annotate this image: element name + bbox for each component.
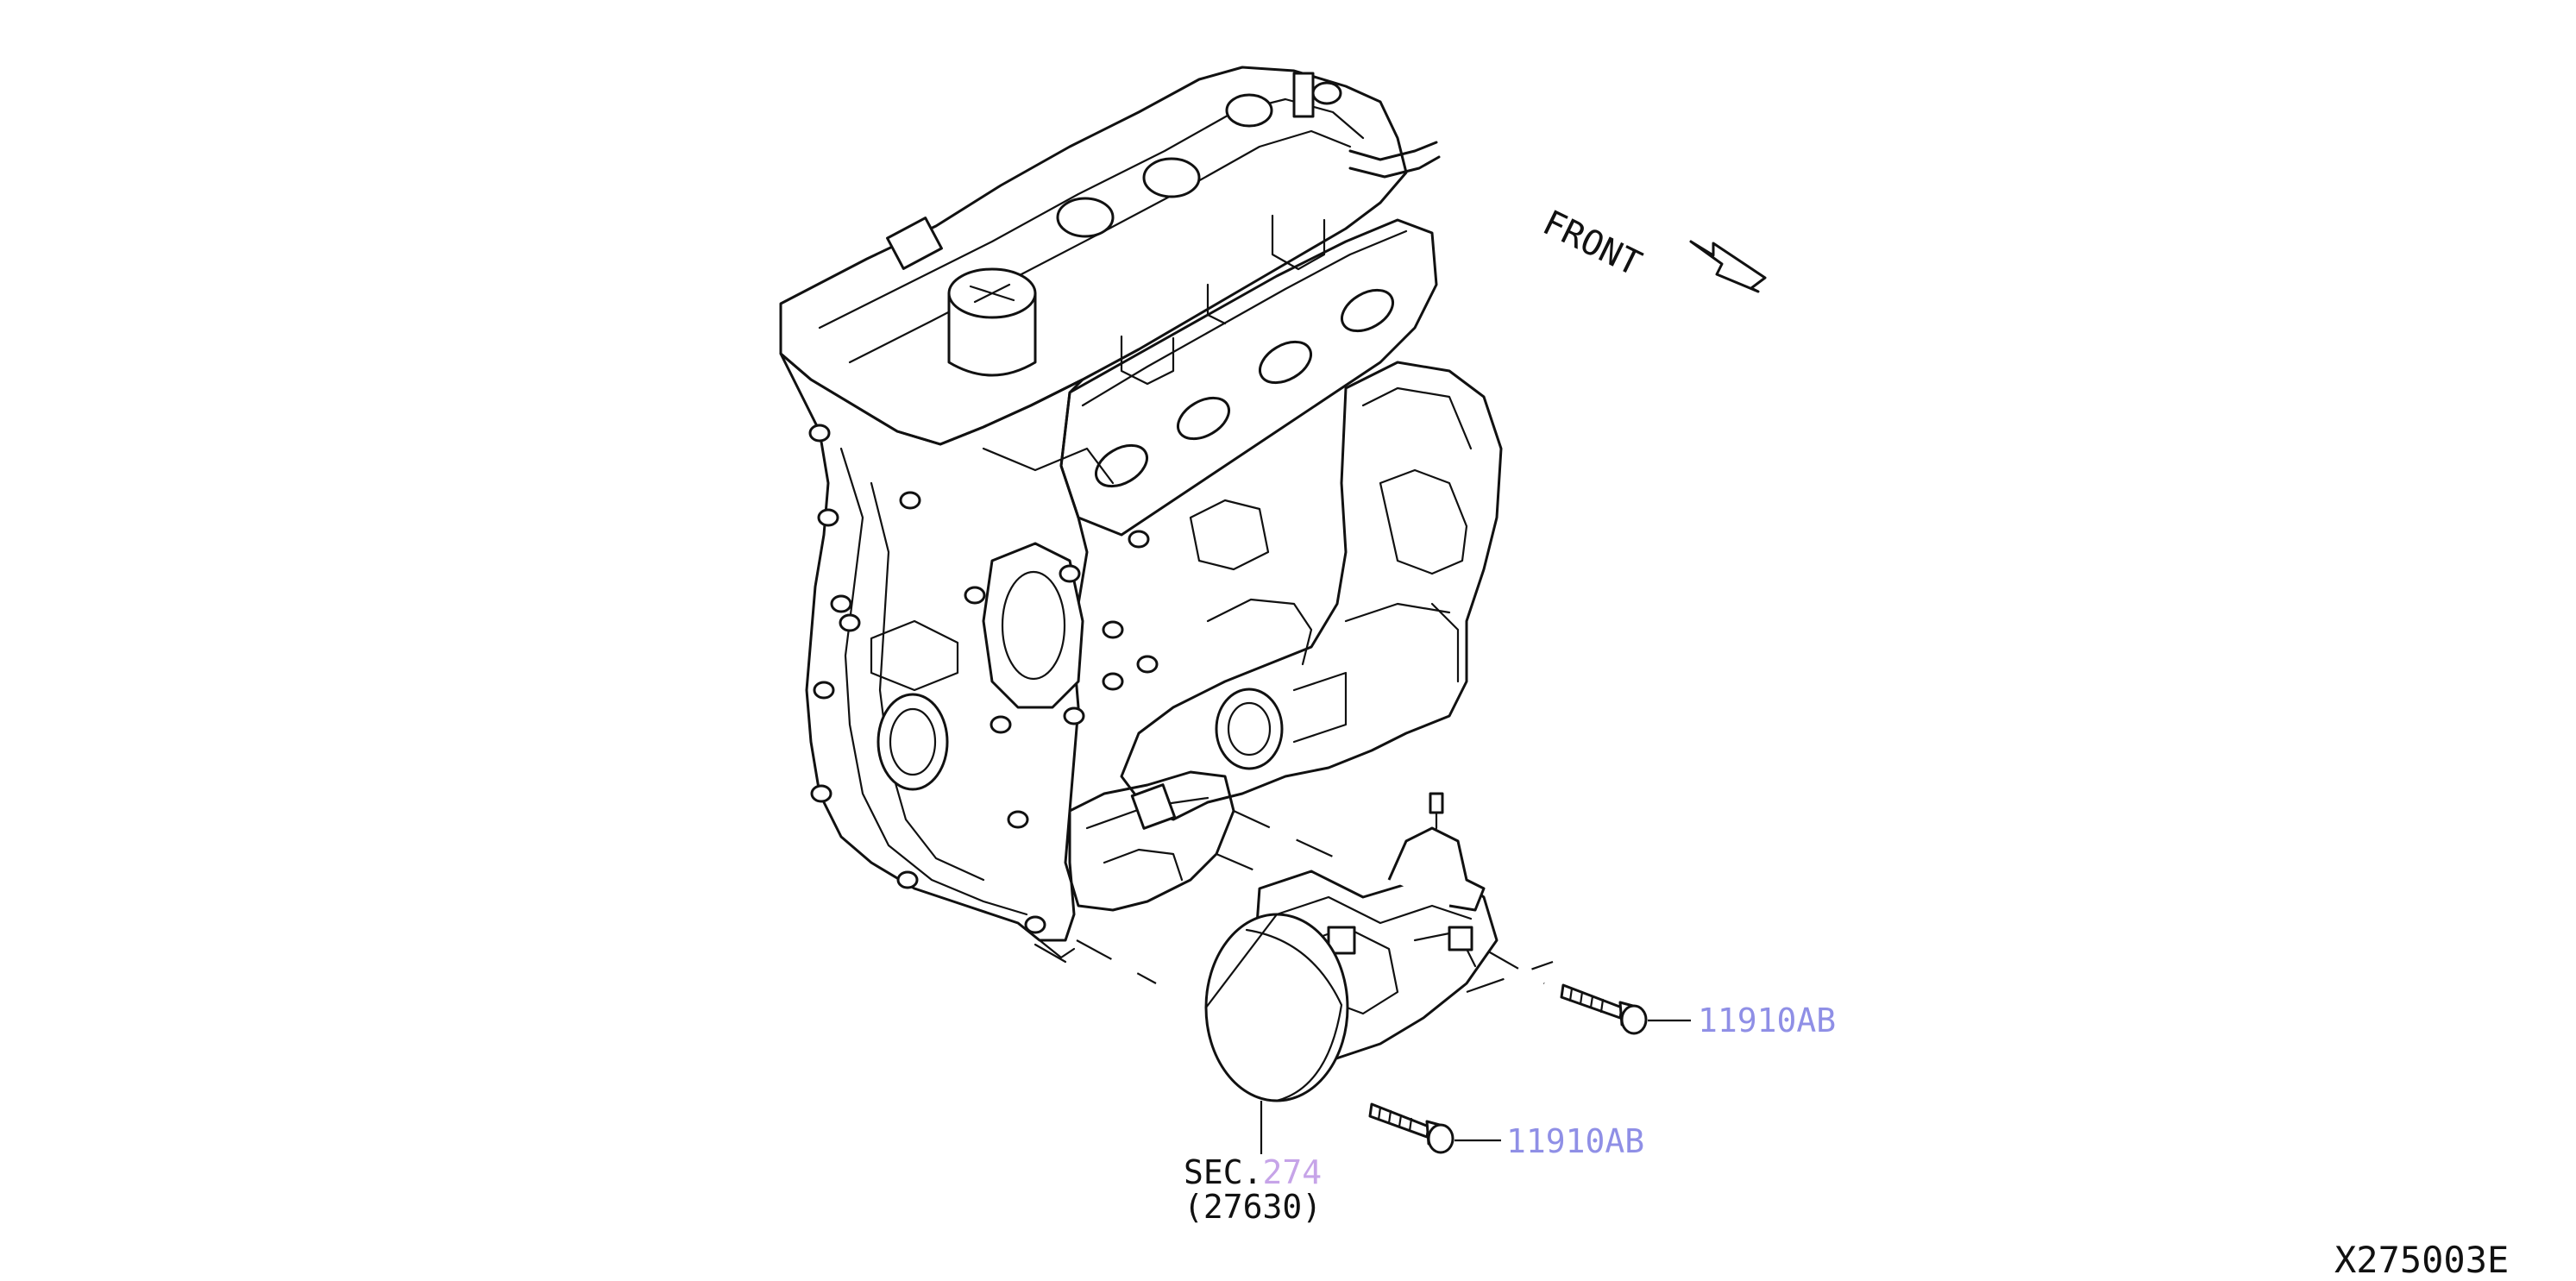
engine-block [779, 66, 1503, 964]
upper-bolt-icon [1560, 983, 1648, 1035]
compressor-assembly [1206, 792, 1498, 1101]
compressor-subpart-number: (27630) [1184, 1188, 1323, 1226]
compressor-section-ref: SEC.274 [1184, 1156, 1322, 1189]
front-arrow-icon [1689, 240, 1767, 293]
diagram-code: X275003E [2334, 1239, 2510, 1281]
section-number-link[interactable]: 274 [1262, 1153, 1323, 1191]
lower-bolt-icon [1368, 1102, 1454, 1154]
alignment-lines [1076, 810, 1554, 994]
upper-bolt-part-number[interactable]: 11910AB [1698, 1002, 1837, 1039]
section-prefix: SEC. [1184, 1153, 1263, 1191]
lower-bolt-part-number[interactable]: 11910AB [1506, 1122, 1645, 1160]
